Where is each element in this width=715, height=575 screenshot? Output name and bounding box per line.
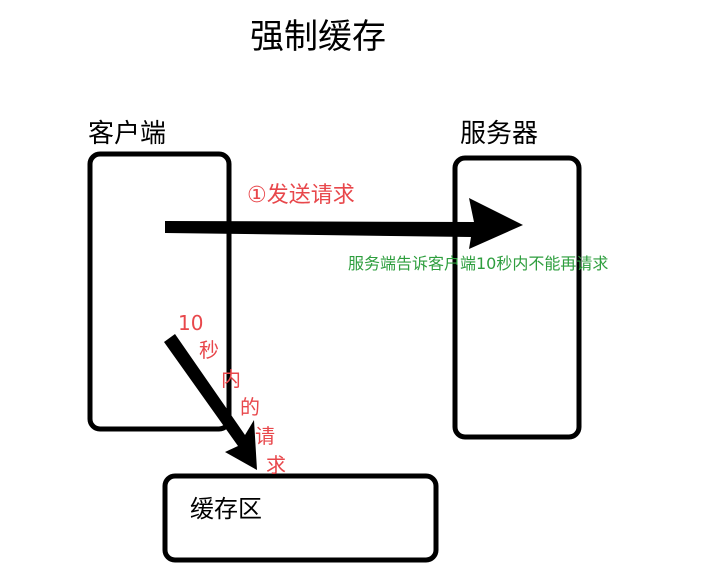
cache-note-line-2: 秒 [199,338,219,362]
cache-arrow [164,334,257,470]
request-label: ①发送请求 [247,183,355,208]
client-box [87,151,232,432]
server-label: 服务器 [460,119,538,149]
server-box [452,155,582,440]
diagram-title: 强制缓存 [250,17,386,57]
request-arrow [165,198,523,249]
cache-box [162,473,439,563]
cache-note-line-3: 内 [221,367,241,391]
server-response-note: 服务端告诉客户端10秒内不能再请求 [348,254,608,273]
cache-note-line-1: 10 [178,311,203,335]
cache-label: 缓存区 [190,495,262,523]
client-label: 客户端 [88,119,166,149]
cache-note-line-4: 的 [240,395,260,419]
cache-note-line-6: 求 [266,453,286,477]
cache-note-line-5: 请 [255,424,275,448]
